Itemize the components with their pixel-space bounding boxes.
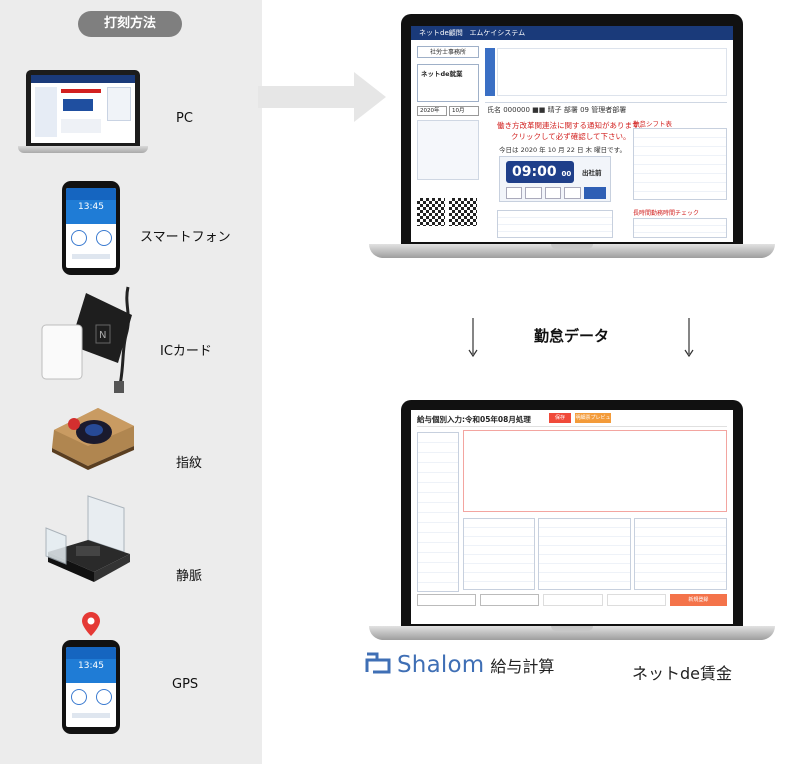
fingerprint-reader-image — [48, 400, 138, 470]
attendance-system: エムケイシステム — [469, 29, 526, 37]
clock-time: 09:00 — [512, 164, 557, 180]
attendance-header: ネットde顧問 エムケイシステム — [411, 26, 733, 40]
new-entry-button[interactable]: 新規登録 — [669, 594, 728, 606]
shalom-name: Shalom — [397, 652, 485, 678]
shalom-product: Shalom 給与計算 — [365, 652, 554, 678]
method-vein-label: 静脈 — [176, 569, 203, 584]
payroll-save-button[interactable]: 保存 — [549, 413, 571, 423]
shift-table-title: 勤怠シフト表 — [633, 120, 672, 128]
overtime-title: 長時間勤務時間チェック — [633, 210, 700, 217]
method-ic-card-label: ICカード — [160, 344, 212, 359]
footer-button-3[interactable] — [543, 594, 603, 606]
smartphone-image: 13:45 — [62, 181, 120, 275]
attendance-brand: ネットde顧問 — [419, 29, 463, 37]
month-selector[interactable]: 2020年 10月 — [417, 106, 479, 116]
employee-list[interactable] — [417, 432, 459, 592]
notice-line-1[interactable]: 働き方改革関連法に関する通知があります。 — [497, 121, 647, 130]
blue-side-tab[interactable] — [485, 48, 495, 96]
payroll-preview-button[interactable]: 明細票プレビュー — [575, 413, 611, 431]
payroll-laptop: 給与個別入力:令和05年08月処理 保存 明細票プレビュー 新規登録 — [365, 400, 780, 646]
method-gps-label: GPS — [172, 677, 199, 692]
news-table — [497, 210, 613, 238]
clock-display: 09:00 00 — [506, 161, 574, 183]
attendance-laptop: ネットde顧問 エムケイシステム 社労士事務所 ネットde就業 2020年 10… — [365, 14, 780, 264]
netde-chingin-label: ネットde賃金 — [632, 664, 733, 683]
shalom-subtitle: 給与計算 — [490, 657, 555, 676]
menu-grid — [497, 48, 727, 96]
down-arrow-left — [466, 318, 480, 362]
shalom-logo-icon — [365, 652, 391, 678]
vein-reader-image — [38, 490, 138, 590]
phone-clock: 13:45 — [66, 200, 116, 224]
calendar — [417, 120, 479, 180]
payroll-title: 給与個別入力:令和05年08月処理 — [417, 415, 531, 424]
employee-detail-box — [463, 430, 727, 512]
down-arrow-right — [682, 318, 696, 362]
method-pc-label: PC — [176, 111, 193, 126]
pay-items-grid — [463, 518, 727, 590]
overtime-table — [633, 218, 727, 238]
year-select[interactable]: 2020年 — [417, 106, 447, 116]
company-box: 社労士事務所 — [417, 46, 479, 58]
method-smartphone-label: スマートフォン — [140, 230, 231, 245]
status-text: 出社前 — [582, 169, 602, 177]
clock-panel: 09:00 00 出社前 — [499, 156, 611, 202]
methods-heading: 打刻方法 — [78, 11, 182, 37]
ic-card-reader-image: N — [40, 285, 140, 395]
gps-phone-clock: 13:45 — [66, 659, 116, 683]
flow-arrow-right — [258, 72, 388, 126]
pc-laptop-image — [18, 70, 148, 156]
attendance-panel-title: ネットde就業 — [421, 70, 463, 78]
clock-seconds: 00 — [561, 170, 572, 178]
attendance-panel: ネットde就業 — [417, 64, 479, 102]
month-select[interactable]: 10月 — [449, 106, 479, 116]
gps-smartphone-image: 13:45 — [62, 640, 120, 734]
attendance-data-label: 勤怠データ — [534, 327, 610, 345]
qr-codes — [417, 198, 479, 232]
punch-buttons[interactable] — [506, 187, 606, 199]
employee-name-row: 氏名 000000 ■■ 晴子 部署 09 管理者部署 — [487, 106, 627, 114]
svg-text:N: N — [99, 330, 106, 341]
footer-button-2[interactable] — [480, 594, 540, 606]
gps-pin-icon — [82, 612, 100, 640]
method-fingerprint-label: 指紋 — [176, 456, 203, 471]
payroll-footer: 新規登録 — [417, 594, 728, 606]
shift-table — [633, 128, 727, 200]
footer-button-1[interactable] — [417, 594, 477, 606]
today-line: 今日は 2020 年 10 月 22 日 木 曜日です。 — [499, 146, 626, 154]
footer-button-4[interactable] — [606, 594, 666, 606]
notice-line-2[interactable]: クリックして必ず確認して下さい。 — [511, 132, 631, 141]
